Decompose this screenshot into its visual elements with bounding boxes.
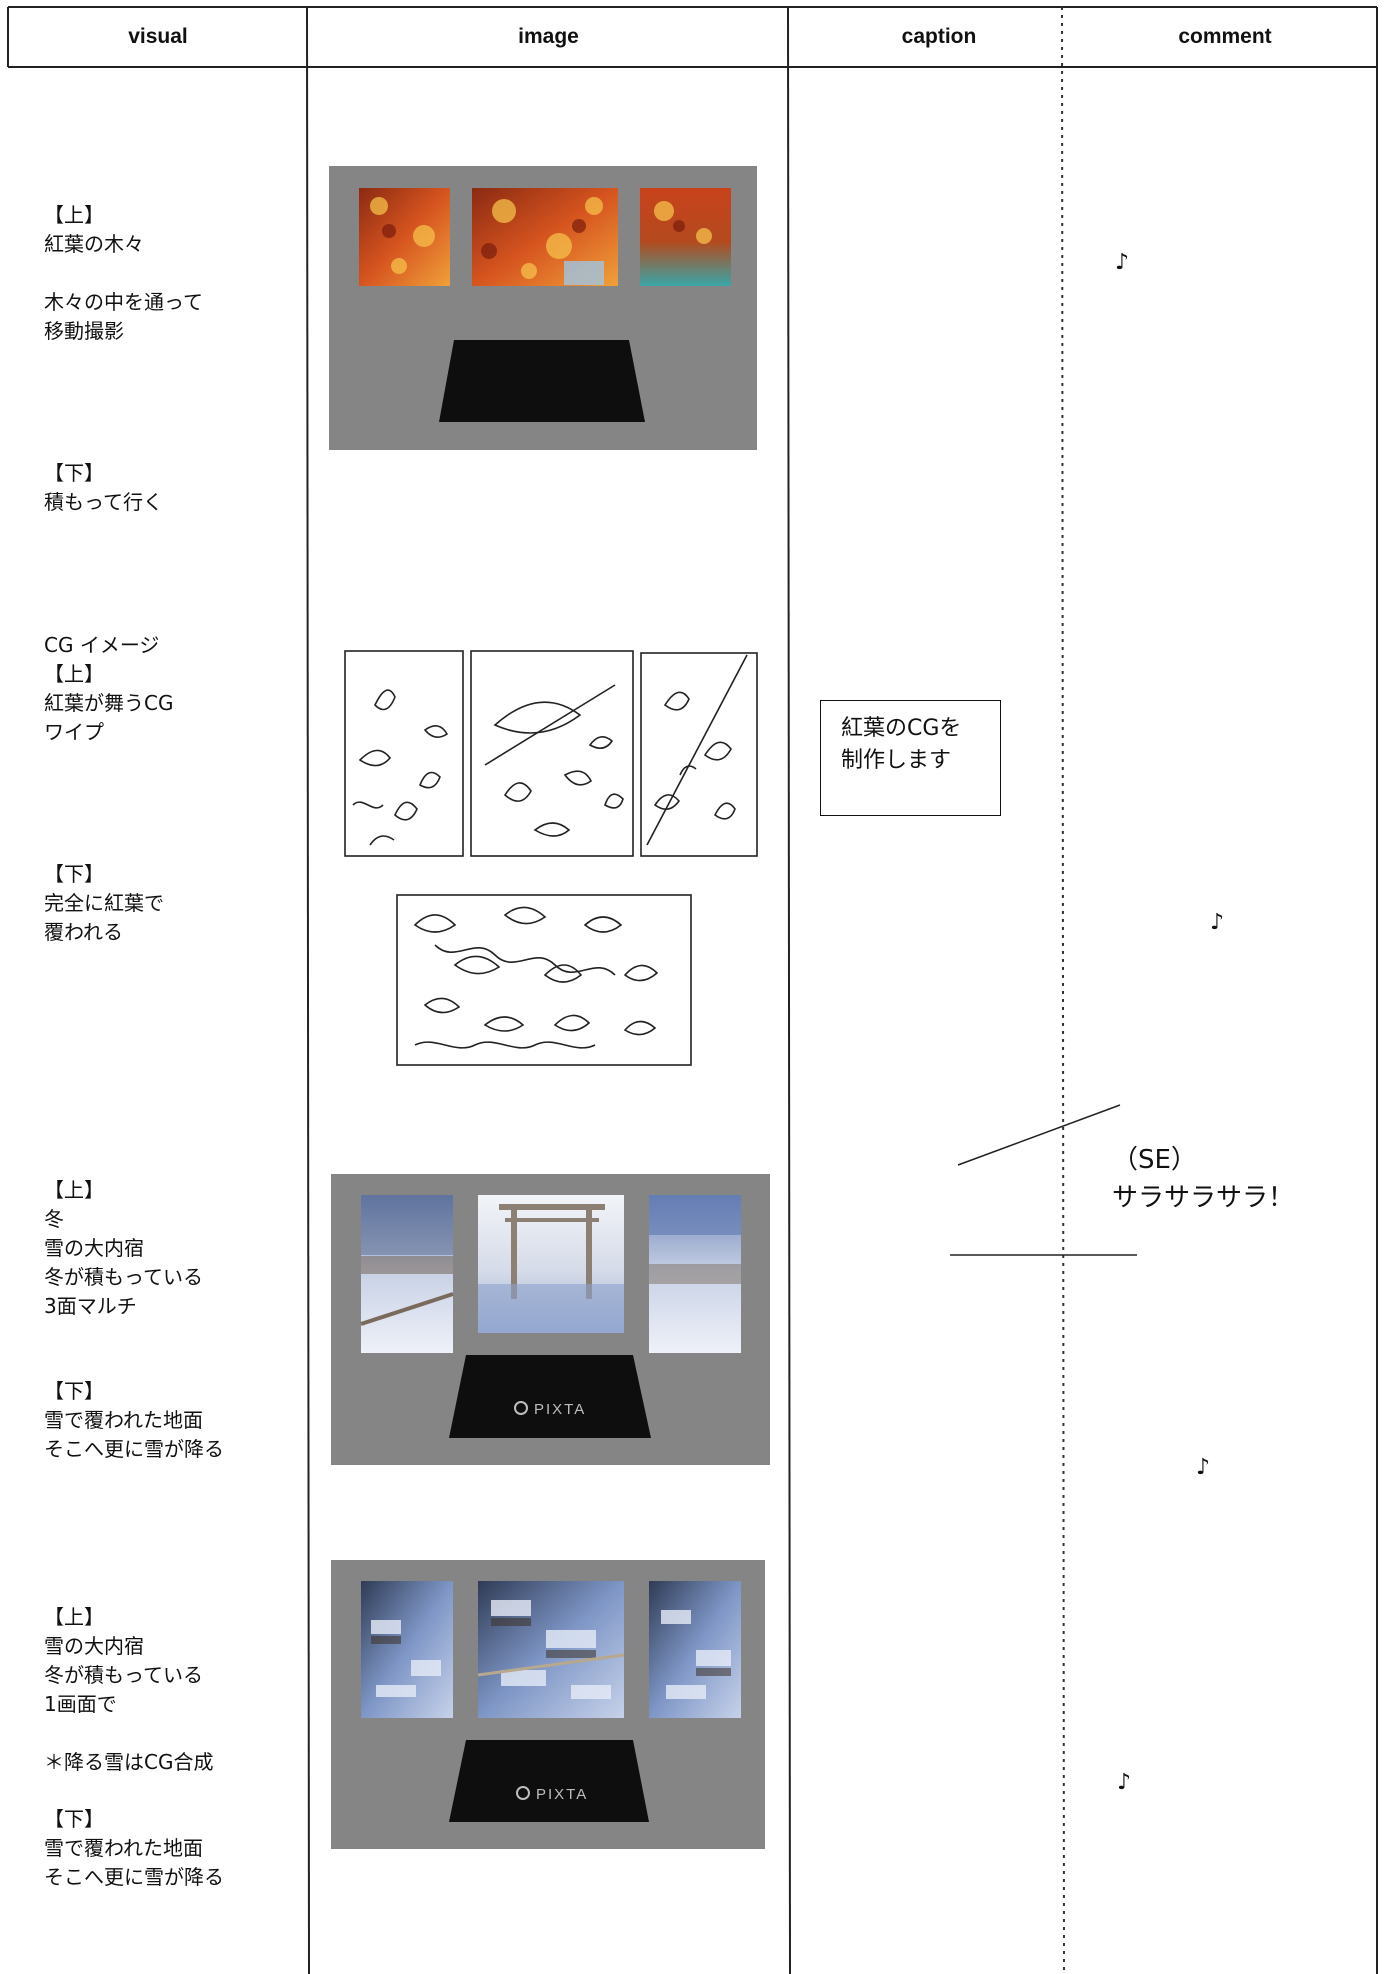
row4-visual-bottom: 【下】 雪で覆われた地面 そこへ更に雪が降る — [44, 1807, 224, 1889]
header-comment: comment — [1178, 25, 1272, 48]
row3-image-panel: PIXTA — [331, 1174, 770, 1465]
row1-visual-bottom: 【下】 積もって行く — [44, 461, 163, 514]
row4-music-note-icon: ♪ — [1117, 1770, 1132, 1795]
header-image: image — [518, 25, 579, 48]
row1-visual-top: 【上】 紅葉の木々 木々の中を通って 移動撮影 — [44, 203, 203, 343]
row4-visual-top: 【上】 雪の大内宿 冬が積もっている 1画面で ＊降る雪はCG合成 — [44, 1605, 214, 1774]
row2-caption-text: 紅葉のCGを 制作します — [841, 716, 962, 773]
header-caption: caption — [901, 25, 977, 48]
row3-visual-bottom: 【下】 雪で覆われた地面 そこへ更に雪が降る — [44, 1379, 224, 1461]
row4-image-panel: PIXTA — [331, 1560, 765, 1849]
row3-watermark: PIXTA — [534, 1401, 586, 1418]
row3-sound-effect: （SE） サラサラサラ！ — [1112, 1145, 1295, 1213]
row1-music-note-icon: ♪ — [1115, 250, 1130, 275]
row2-visual-top: CG イメージ 【上】 紅葉が舞うCG ワイプ — [44, 633, 174, 744]
row3-comment-lines — [950, 1104, 1137, 1256]
row3-snow-screens: PIXTA — [360, 1195, 741, 1438]
row4-snow-screens: PIXTA — [361, 1581, 741, 1822]
row1-image-panel — [329, 166, 757, 450]
header-visual: visual — [128, 25, 188, 48]
row2-cg-sketch — [344, 650, 758, 1066]
row1-autumn-screens — [359, 188, 731, 422]
row2-caption-box: 紅葉のCGを 制作します — [820, 700, 1001, 816]
row2-visual-bottom: 【下】 完全に紅葉で 覆われる — [44, 862, 164, 944]
row4-watermark: PIXTA — [536, 1786, 588, 1803]
row2-music-note-icon: ♪ — [1210, 910, 1225, 935]
pixta-logo-icon — [514, 1401, 528, 1415]
row3-visual-top: 【上】 冬 雪の大内宿 冬が積もっている 3面マルチ — [44, 1178, 203, 1318]
row3-music-note-icon: ♪ — [1196, 1455, 1211, 1480]
pixta-logo-icon — [516, 1786, 530, 1800]
